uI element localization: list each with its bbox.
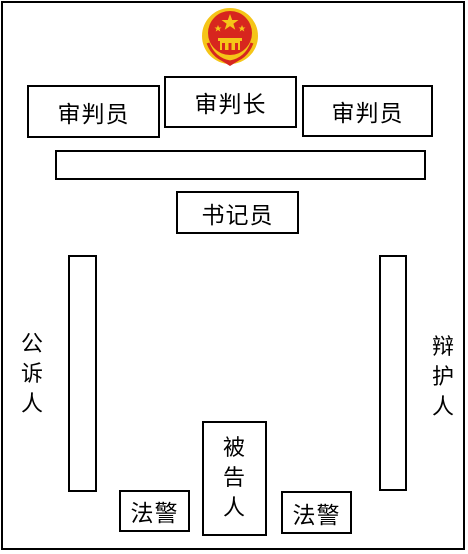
left-judge-seat: 审判员 — [27, 85, 160, 138]
presiding-judge-seat: 审判长 — [164, 76, 297, 128]
defense-char: 护 — [431, 365, 454, 390]
right-judge-seat: 审判员 — [302, 85, 433, 137]
clerk-seat: 书记员 — [176, 191, 299, 234]
judges-bench-table — [55, 150, 426, 180]
defense-char: 人 — [431, 395, 454, 420]
prosecution-label: 公 诉 人 — [17, 330, 47, 420]
defendant-seat: 被 告 人 — [202, 421, 267, 536]
bailiff-left-label: 法警 — [130, 501, 179, 527]
presiding-judge-label: 审判长 — [194, 92, 267, 118]
prosecution-table — [68, 255, 97, 492]
bailiff-right-label: 法警 — [292, 502, 341, 529]
prosecution-char: 人 — [20, 392, 43, 417]
prosecution-char: 公 — [20, 332, 43, 357]
defendant-char: 告 — [222, 465, 246, 491]
national-emblem-icon — [202, 8, 258, 66]
defense-char: 辩 — [431, 335, 454, 360]
prosecution-char: 诉 — [20, 362, 43, 387]
defense-label: 辩 护 人 — [428, 333, 458, 423]
clerk-label: 书记员 — [201, 202, 274, 229]
left-judge-label: 审判员 — [57, 101, 130, 128]
right-judge-label: 审判员 — [331, 101, 404, 127]
defendant-char: 人 — [222, 495, 246, 521]
defense-table — [379, 255, 407, 491]
bailiff-left-seat: 法警 — [119, 490, 190, 532]
bailiff-right-seat: 法警 — [281, 491, 352, 534]
defendant-char: 被 — [222, 435, 246, 461]
